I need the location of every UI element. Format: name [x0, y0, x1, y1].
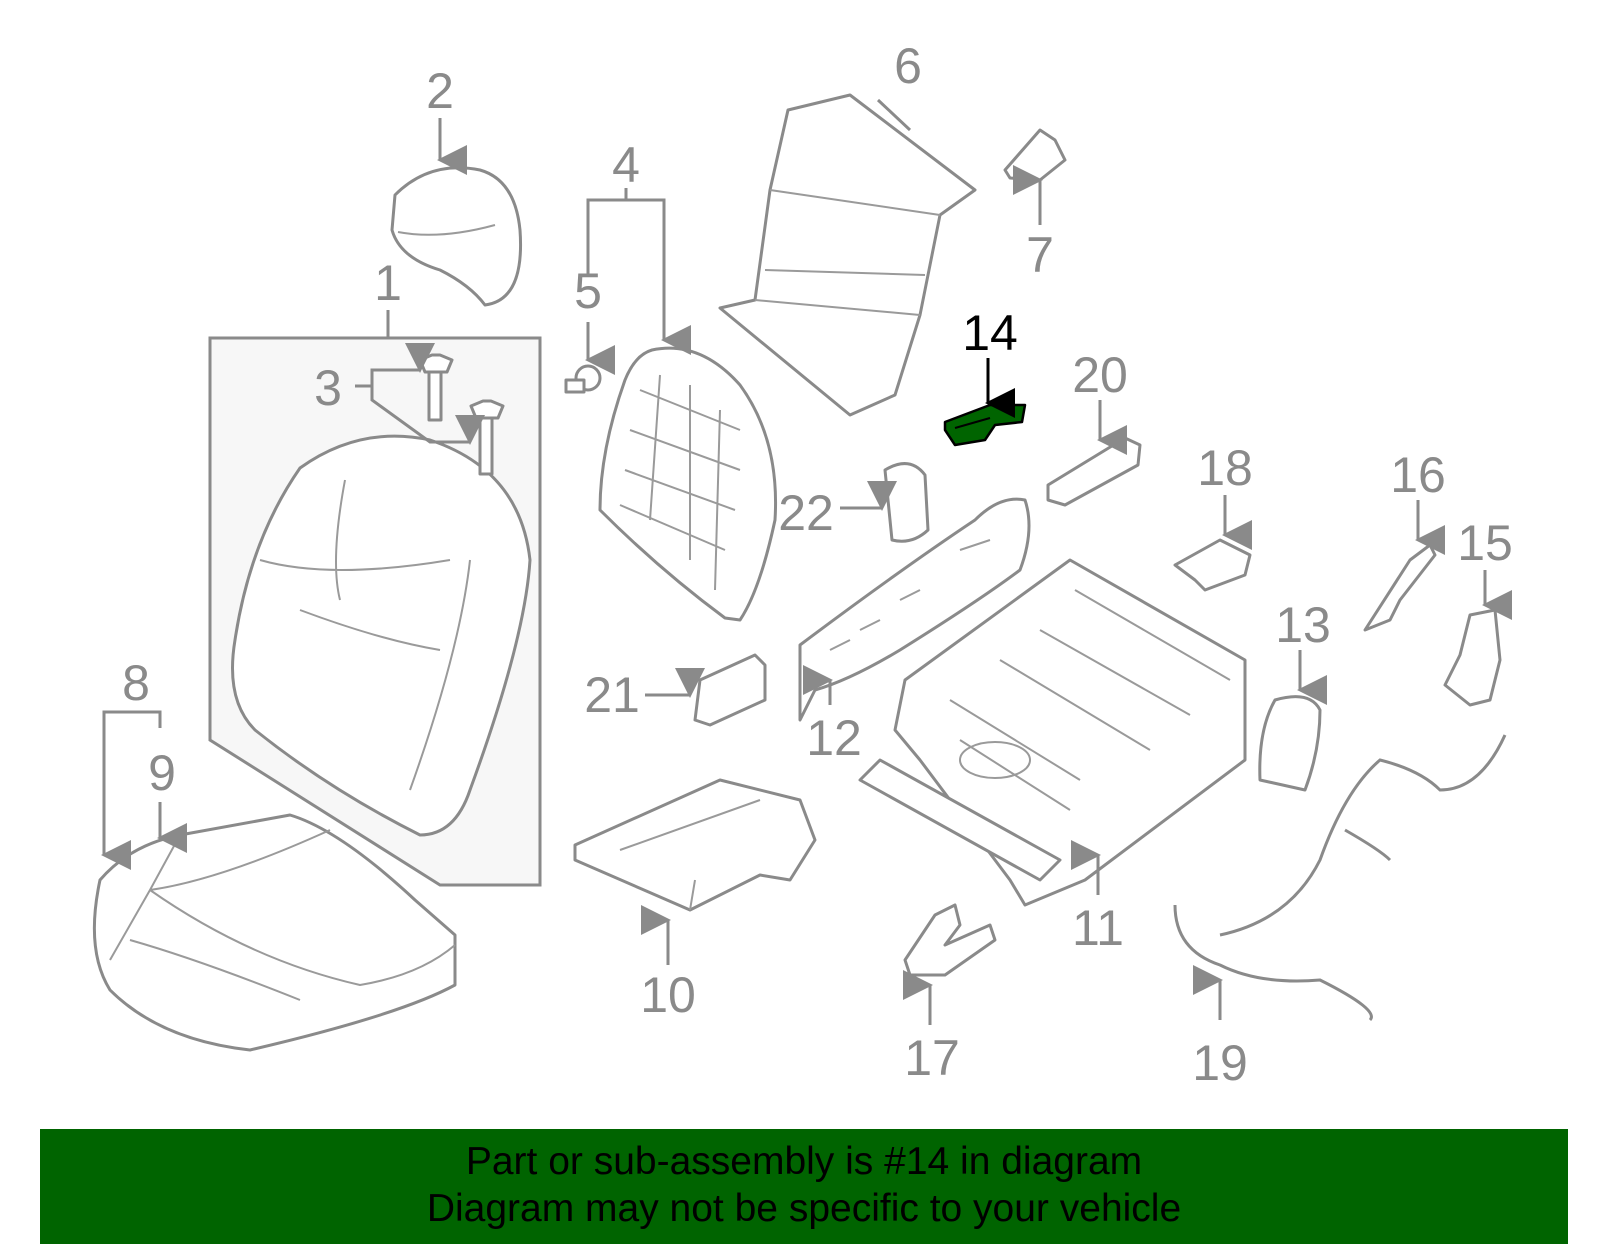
callout-18: 18 — [1197, 440, 1253, 496]
bracket-part — [1003, 128, 1067, 225]
banner-line-part-number: Part or sub-assembly is #14 in diagram — [465, 1140, 1143, 1183]
parts-diagram: 1 2 3 4 5 6 7 8 9 10 11 12 13 14 15 16 1… — [92, 38, 1513, 1091]
callout-10: 10 — [640, 967, 696, 1023]
callout-9: 9 — [148, 745, 176, 801]
banner-line-disclaimer: Diagram may not be specific to your vehi… — [426, 1187, 1182, 1230]
callout-7: 7 — [1026, 227, 1054, 283]
callout-17: 17 — [904, 1030, 960, 1086]
bolt-pair-part — [355, 343, 505, 476]
lever-bracket-part — [1363, 500, 1445, 632]
callout-15: 15 — [1457, 515, 1513, 571]
callout-8: 8 — [122, 655, 150, 711]
lower-cover-part — [573, 778, 817, 965]
callout-12: 12 — [806, 710, 862, 766]
side-shield-part — [798, 497, 1031, 722]
highlighted-part-14 — [943, 358, 1027, 447]
small-bracket-part — [1173, 495, 1252, 592]
callout-13: 13 — [1275, 597, 1331, 653]
callout-6: 6 — [894, 38, 922, 94]
callout-5: 5 — [574, 263, 602, 319]
callout-19: 19 — [1192, 1035, 1248, 1091]
seat-back-cover-part — [231, 434, 532, 837]
headrest-part — [390, 118, 523, 307]
wire-harness-part — [1173, 734, 1507, 1022]
cushion-pad-part — [645, 653, 767, 727]
callout-22: 22 — [778, 485, 834, 541]
callout-11: 11 — [1072, 900, 1124, 956]
callout-2: 2 — [426, 63, 454, 119]
callout-1: 1 — [374, 255, 402, 311]
seat-frame-track-part — [858, 558, 1247, 907]
callout-16: 16 — [1390, 447, 1446, 503]
seat-cushion-part — [92, 710, 457, 1052]
callout-21: 21 — [584, 667, 640, 723]
callout-3: 3 — [314, 360, 342, 416]
callout-4: 4 — [612, 137, 640, 193]
clip-part — [564, 322, 615, 394]
info-banner: Part or sub-assembly is #14 in diagram D… — [40, 1129, 1568, 1244]
recliner-cover-part — [1258, 650, 1327, 792]
side-cover-part — [840, 462, 930, 543]
side-bracket-part — [1046, 400, 1142, 507]
callout-14-highlighted: 14 — [962, 305, 1018, 361]
handle-lever-part — [903, 903, 997, 1025]
callout-20: 20 — [1072, 347, 1128, 403]
rear-bracket-part — [1443, 570, 1512, 707]
trim-panel-part — [718, 93, 977, 417]
seat-back-frame-part — [586, 188, 778, 622]
